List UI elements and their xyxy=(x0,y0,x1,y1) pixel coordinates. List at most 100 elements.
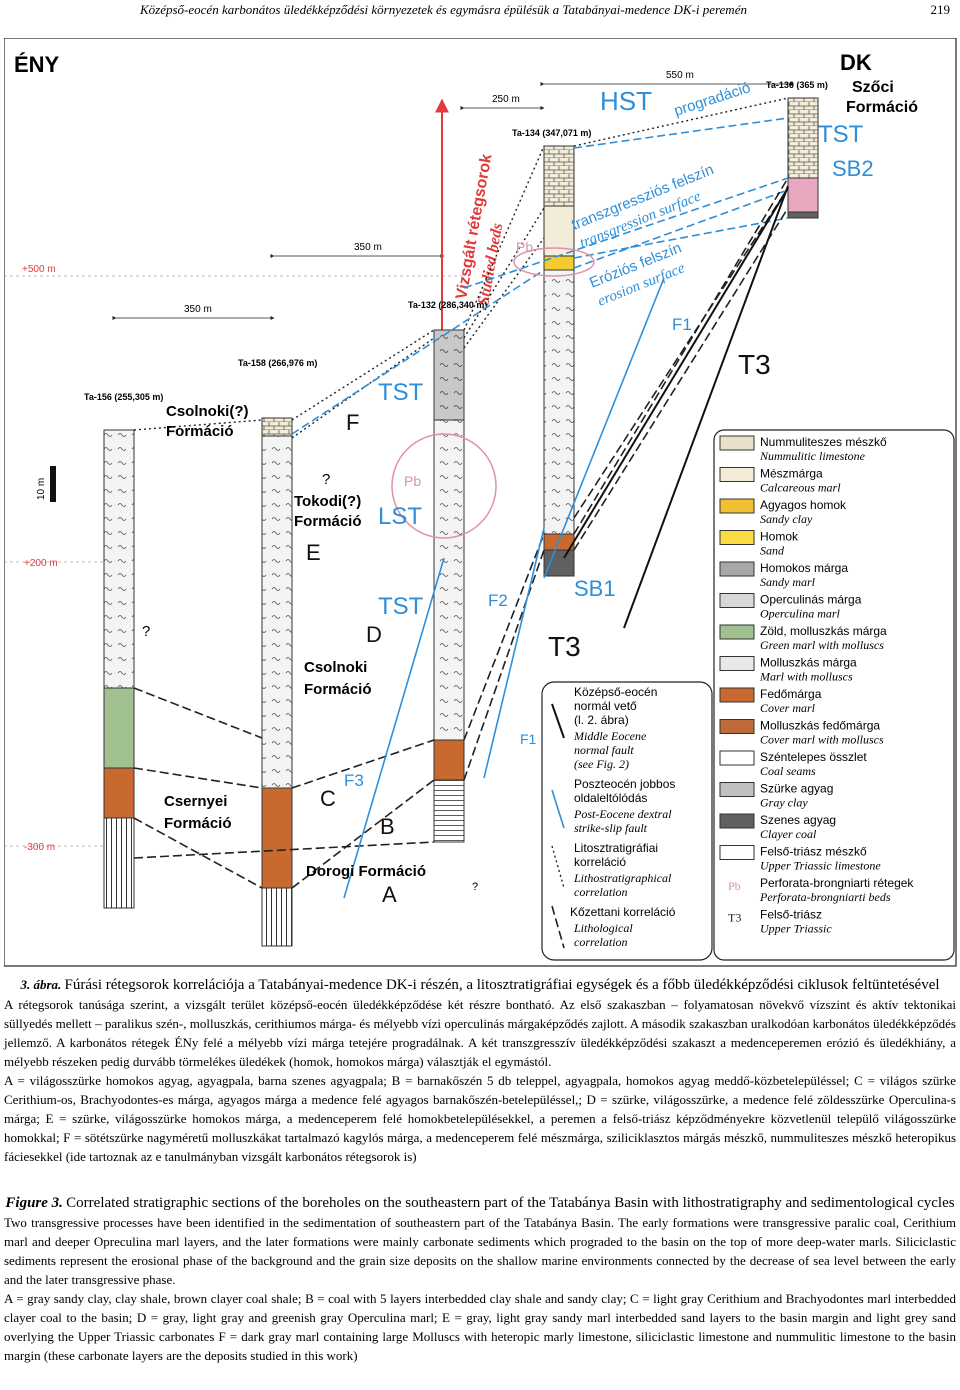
distance-350a: 350 m xyxy=(354,242,382,253)
page-number: 219 xyxy=(930,2,951,17)
label-q1: ? xyxy=(142,623,150,640)
caption-hu-title-text: Fúrási rétegsorok korrelációja a Tatabán… xyxy=(64,977,940,993)
scale-10m-label: 10 m xyxy=(36,478,47,500)
legend-litho-hu-2: korreláció xyxy=(574,855,626,869)
legend-swatch xyxy=(719,498,755,514)
label-tst-top: TST xyxy=(818,121,864,148)
legend-label-hu: Molluszkás fedőmárga xyxy=(760,719,880,733)
label-f1-top: F1 xyxy=(672,315,692,334)
direction-nw: ÉNY xyxy=(14,52,60,77)
legend-label-en: Sandy marl xyxy=(760,575,816,589)
borehole-label-ta-158: Ta-158 (266,976 m) xyxy=(238,358,317,368)
legend-swatch xyxy=(719,435,755,451)
label-pb-top: Pb xyxy=(516,239,533,255)
legend-swatch xyxy=(719,687,755,703)
borehole-ta-158: Ta-158 (266,976 m) xyxy=(238,358,317,947)
label-csolnoki-top-2: Formáció xyxy=(166,423,234,440)
caption-en-para1: Two transgressive processes have been id… xyxy=(4,1215,956,1287)
legend-label-en: Perforata-brongniarti beds xyxy=(759,890,891,904)
label-c-unit: C xyxy=(320,786,336,811)
legend-label-hu: Zöld, molluszkás márga xyxy=(760,624,887,638)
legend-label-en: Cover marl xyxy=(760,701,816,715)
label-q2: ? xyxy=(322,471,330,488)
borehole-label-ta-134: Ta-134 (347,071 m) xyxy=(512,128,591,138)
legend-label-hu: Homok xyxy=(760,530,799,544)
fault-legend: Középső-eocén normál vető (l. 2. ábra) M… xyxy=(541,681,713,961)
legend-swatch xyxy=(719,813,755,829)
legend-label-en: Marl with molluscs xyxy=(759,670,853,684)
legend-swatch xyxy=(719,656,755,671)
legend-normal-en-2: normal fault xyxy=(574,743,634,757)
distance-550: 550 m xyxy=(666,70,694,81)
legend-swatch xyxy=(719,530,755,545)
legend-litho-hu-1: Litosztratigráfiai xyxy=(574,841,658,855)
scale-bar xyxy=(50,466,56,502)
legend-swatch xyxy=(719,624,755,640)
legend-label-hu: Operculinás márga xyxy=(760,593,862,607)
borehole-label-ta-156: Ta-156 (255,305 m) xyxy=(84,392,163,402)
legend-swatch xyxy=(719,845,755,860)
caption-en-title: Figure 3. Correlated stratigraphic secti… xyxy=(4,1193,956,1213)
legend-label-en: Upper Triassic xyxy=(760,922,832,936)
legend-label-en: Green marl with molluscs xyxy=(760,638,884,652)
legend-swatch xyxy=(719,467,755,482)
szoci-formation-2: Formáció xyxy=(846,99,918,116)
caption-en-label: Figure 3. xyxy=(5,1195,63,1211)
running-title: Középső-eocén karbonátos üledékképződési… xyxy=(140,2,747,17)
label-d-unit: D xyxy=(366,622,382,647)
caption-hu-title: 3. ábra. Fúrási rétegsorok korrelációja … xyxy=(4,975,956,995)
borehole-label-ta-136: Ta-136 (365 m) xyxy=(766,80,828,90)
caption-hungarian: 3. ábra. Fúrási rétegsorok korrelációja … xyxy=(4,975,956,1166)
legend-strike-hu-1: Poszteocén jobbos xyxy=(574,777,675,791)
borehole-label-ta-132: Ta-132 (286,340 m) xyxy=(408,300,487,310)
legend-swatch xyxy=(719,719,755,734)
label-pb-mid: Pb xyxy=(404,473,421,489)
label-a-unit: A xyxy=(382,882,397,907)
label-tokodi-1: Tokodi(?) xyxy=(294,493,361,510)
borehole-ta-132: Ta-132 (286,340 m) xyxy=(408,300,487,843)
caption-en-title-text: Correlated stratigraphic sections of the… xyxy=(66,1195,955,1211)
legend-label-hu: Perforata-brongniarti rétegek xyxy=(760,876,914,890)
legend-swatch xyxy=(719,593,755,608)
label-csolnoki-1: Csolnoki xyxy=(304,659,367,676)
legend-normal-hu-1: Középső-eocén xyxy=(574,685,657,699)
legend-label-hu: Felső-triász xyxy=(760,908,822,922)
legend-normal-hu-3: (l. 2. ábra) xyxy=(574,713,629,727)
label-t3-mid: T3 xyxy=(548,631,581,662)
legend-label-hu: Agyagos homok xyxy=(760,498,847,512)
legend-label-en: Calcareous marl xyxy=(760,481,841,495)
level-200-label: +200 m xyxy=(24,558,58,569)
legend-label-en: Operculina marl xyxy=(760,607,841,621)
legend-label-hu: Homokos márga xyxy=(760,561,848,575)
legend-label-en: Sand xyxy=(760,544,785,558)
label-f3: F3 xyxy=(344,771,364,790)
caption-en-para2: A = gray sandy clay, clay shale, brown c… xyxy=(4,1291,956,1363)
label-cserny-1: Csernyei xyxy=(164,793,227,810)
legend-strike-hu-2: oldaleltólódás xyxy=(574,791,647,805)
legend-label-en: Cover marl with molluscs xyxy=(760,733,884,747)
legend-normal-hu-2: normál vető xyxy=(574,699,637,713)
caption-hu-para1: A rétegsorok tanúsága szerint, a vizsgál… xyxy=(4,997,956,1069)
label-b-unit: B xyxy=(380,814,395,839)
label-hst: HST xyxy=(600,86,652,116)
faults xyxy=(343,185,789,899)
borehole-ta-156: Ta-156 (255,305 m) xyxy=(84,392,163,909)
label-f1-low: F1 xyxy=(520,731,537,747)
label-f2: F2 xyxy=(488,591,508,610)
label-q3: ? xyxy=(472,881,478,893)
legend-swatch xyxy=(719,561,755,577)
legend-label-en: Nummulitic limestone xyxy=(759,449,866,463)
legend-label-hu: Molluszkás márga xyxy=(760,656,857,670)
label-t3-right: T3 xyxy=(738,349,771,380)
distance-350b: 350 m xyxy=(184,304,212,315)
legend-symbol: Pb xyxy=(728,879,741,893)
label-sb1: SB1 xyxy=(574,576,616,601)
caption-hu-para2: A = világosszürke homokos agyag, agyagpa… xyxy=(4,1073,956,1164)
legend-lith-en-2: correlation xyxy=(574,935,628,949)
label-cserny-2: Formáció xyxy=(164,815,232,832)
label-csolnoki-top-1: Csolnoki(?) xyxy=(166,403,249,420)
legend-label-hu: Felső-triász mészkő xyxy=(760,845,867,859)
legend-label-hu: Mészmárga xyxy=(760,467,823,481)
level-300-label: -300 m xyxy=(24,842,55,853)
